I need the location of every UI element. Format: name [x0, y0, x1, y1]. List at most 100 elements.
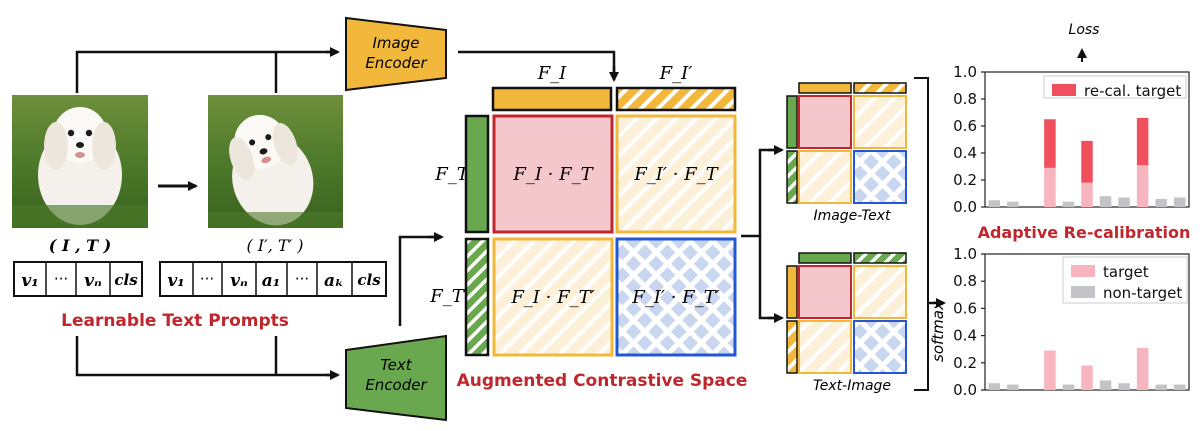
cell-label: F_I′ · F_T — [633, 164, 719, 185]
feature-label-ft: F_T — [434, 164, 470, 185]
bar-non-target — [1118, 197, 1130, 207]
bar-target — [1081, 182, 1093, 207]
bar-non-target — [988, 200, 1001, 207]
y-tick-label: 1.0 — [953, 245, 977, 263]
space-title: Augmented Contrastive Space — [457, 371, 748, 391]
image-features-arrow — [458, 50, 616, 74]
bar-non-target — [1062, 201, 1075, 207]
bar-target — [1044, 350, 1056, 390]
bar-non-target — [988, 383, 1001, 390]
bar-non-target — [1007, 201, 1019, 207]
text-encoder: Text Encoder — [345, 334, 447, 422]
feature-bar-ft-prime — [464, 237, 490, 357]
legend-swatch — [1071, 265, 1095, 277]
bar-non-target — [1155, 384, 1167, 390]
mini-matrix-image-text — [786, 82, 907, 204]
token: vₙ — [230, 271, 248, 291]
y-tick-label: 0.4 — [953, 144, 977, 162]
similarity-matrix: F_I · F_T F_I′ · F_T F_I · F_T′ F_I′ · F… — [492, 114, 737, 357]
cell-fi-ft — [492, 114, 614, 234]
token: aₖ — [324, 271, 344, 291]
text-encoder-connectors — [75, 336, 338, 377]
softmax-brace — [914, 77, 929, 391]
mini-matrix-text-image — [786, 252, 907, 374]
token: cls — [114, 271, 138, 289]
feature-bar-ft — [464, 114, 490, 234]
token: cls — [357, 271, 381, 289]
branch-arrows — [741, 148, 774, 320]
y-tick-label: 0.0 — [953, 198, 977, 216]
loss-label: Loss — [1069, 22, 1100, 38]
feature-bar-fi-prime — [615, 86, 737, 112]
mini-label-text-image: Text-Image — [813, 378, 891, 394]
bar-non-target — [1173, 197, 1186, 207]
y-tick-label: 0.6 — [953, 117, 977, 135]
pair-label-original: ( I , T ) — [49, 236, 111, 255]
bar-non-target — [1062, 384, 1075, 390]
token: v₁ — [167, 271, 184, 291]
dog-image-original — [12, 95, 148, 228]
bar-recal-target — [1044, 119, 1056, 168]
bar-target — [1136, 347, 1149, 390]
feature-label-ft-prime: F_T′ — [429, 286, 468, 307]
y-tick-label: 0.8 — [953, 272, 977, 290]
image-encoder-label-2: Encoder — [365, 54, 427, 72]
token: a₁ — [262, 271, 280, 291]
y-tick-label: 0.2 — [953, 354, 977, 372]
dog-image-augmented — [208, 95, 343, 228]
chart-recalibrated: 0.0 0.2 0.4 0.6 0.8 1.0 re-cal. target — [953, 63, 1190, 216]
bar-target — [1136, 165, 1149, 207]
bar-recal-target — [1136, 117, 1149, 166]
image-encoder-label-1: Image — [373, 34, 420, 52]
cell-label: F_I′ · F_T′ — [631, 287, 719, 308]
legend-swatch — [1052, 84, 1076, 96]
prompt-original: v₁ ··· vₙ cls — [13, 261, 143, 297]
y-tick-label: 0.8 — [953, 90, 977, 108]
token: ··· — [200, 270, 214, 288]
feature-label-fi-prime: F_I′ — [659, 63, 693, 84]
token: vₙ — [84, 271, 102, 291]
bar-non-target — [1007, 384, 1019, 390]
cell-label: F_I · F_T — [512, 164, 594, 185]
bar-non-target — [1118, 383, 1130, 390]
feature-bar-fi — [491, 86, 613, 112]
bar-non-target — [1155, 198, 1167, 207]
legend-label: re-cal. target — [1084, 82, 1181, 100]
bar-target — [1044, 167, 1056, 207]
bar-target — [1081, 365, 1093, 390]
bar-non-target — [1173, 384, 1186, 390]
token: ··· — [295, 270, 309, 288]
image-encoder: Image Encoder — [345, 16, 447, 92]
recal-title: Adaptive Re-calibration — [978, 223, 1191, 242]
bar-non-target — [1099, 196, 1112, 207]
text-encoder-label-1: Text — [380, 356, 412, 374]
cell-fi-prime-ft — [615, 114, 737, 234]
token: v₁ — [21, 271, 38, 291]
legend-swatch — [1071, 286, 1095, 298]
chart-original-probs: 0.0 0.2 0.4 0.6 0.8 1.0 target non-target — [953, 245, 1190, 399]
pair-label-augmented: ( I′, T′ ) — [246, 236, 303, 255]
cell-fi-ft-prime — [492, 237, 614, 357]
prompt-augmented: v₁ ··· vₙ a₁ ··· aₖ cls — [159, 261, 387, 297]
y-tick-label: 0.4 — [953, 327, 977, 345]
mini-label-image-text: Image-Text — [813, 208, 891, 224]
feature-label-fi: F_I — [537, 63, 567, 84]
image-encoder-connectors — [75, 50, 338, 93]
text-features-arrow — [398, 235, 434, 326]
y-tick-label: 0.2 — [953, 171, 977, 189]
token: ··· — [54, 270, 68, 288]
softmax-label: softmax — [929, 301, 947, 362]
cell-fi-prime-ft-prime — [615, 237, 737, 357]
bar-recal-target — [1081, 140, 1093, 183]
legend-label: non-target — [1103, 284, 1182, 302]
legend-label: target — [1103, 263, 1149, 281]
text-encoder-label-2: Encoder — [365, 376, 427, 394]
cell-label: F_I · F_T′ — [510, 287, 594, 308]
y-tick-label: 0.0 — [953, 381, 977, 399]
prompts-title: Learnable Text Prompts — [61, 311, 289, 331]
bar-non-target — [1099, 380, 1112, 390]
y-tick-label: 1.0 — [953, 63, 977, 81]
y-tick-label: 0.6 — [953, 299, 977, 317]
legend-box — [1043, 75, 1187, 99]
